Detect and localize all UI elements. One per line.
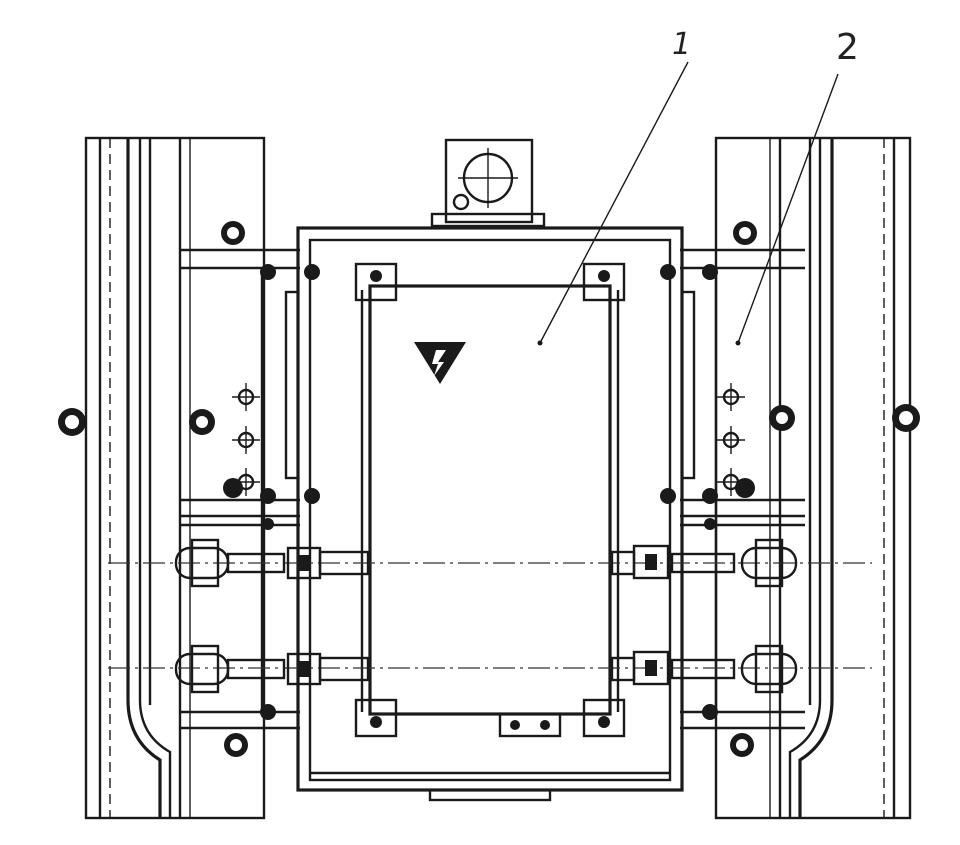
top-lifting-lug	[430, 138, 546, 228]
leader-dot-1	[537, 340, 543, 346]
turnbuckle-right-lower	[610, 644, 798, 694]
callout-label-1: 1	[672, 27, 692, 62]
enclosure-box	[354, 262, 626, 738]
right-rail	[680, 136, 912, 820]
leader-dot-2	[735, 340, 741, 346]
bolt-set	[58, 221, 920, 757]
main-frame	[284, 226, 696, 802]
turnbuckle-left-lower	[174, 644, 370, 694]
turnbuckle-right-upper	[610, 538, 798, 588]
electrical-hazard-triangle-icon	[414, 342, 466, 384]
leader-line-2	[737, 73, 839, 344]
left-rail	[84, 136, 300, 820]
turnbuckle-left-upper	[174, 538, 370, 588]
leader-line-1	[539, 61, 689, 344]
callout-label-2: 2	[836, 27, 859, 68]
hole-centers	[232, 383, 745, 496]
